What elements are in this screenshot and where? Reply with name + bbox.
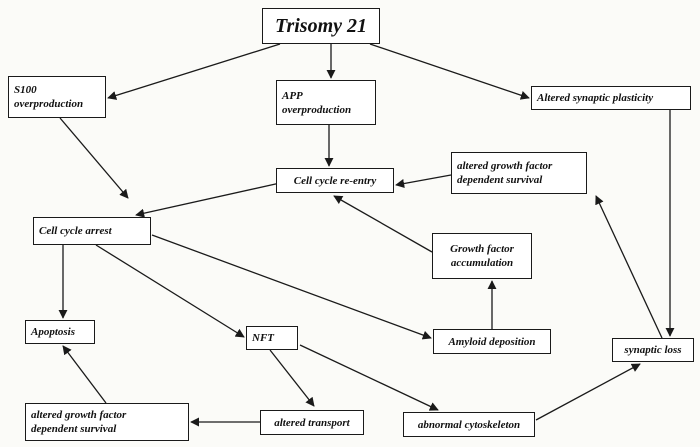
arrow-arrest-to-nft — [95, 244, 245, 338]
node-label: NFT — [252, 332, 274, 344]
node-growth-factor-accumulation: Growth factor accumulation — [432, 233, 532, 279]
node-label: altered growth factor dependent survival — [457, 160, 553, 186]
node-altered-growth-factor-survival-bottom: altered growth factor dependent survival — [25, 403, 189, 441]
node-label: altered growth factor dependent survival — [31, 409, 127, 435]
node-label: Apoptosis — [31, 326, 76, 338]
node-label: Amyloid deposition — [448, 335, 536, 348]
node-apoptosis: Apoptosis — [25, 320, 95, 344]
node-synaptic-loss: synaptic loss — [612, 338, 694, 362]
node-amyloid-deposition: Amyloid deposition — [433, 329, 551, 354]
arrow-s100-to-arrest — [59, 117, 129, 199]
node-label: synaptic loss — [624, 344, 682, 356]
node-altered-synaptic-plasticity: Altered synaptic plasticity — [531, 86, 691, 110]
arrow-trisomy-to-plasticity — [369, 43, 530, 100]
node-label: Altered synaptic plasticity — [537, 92, 654, 104]
node-trisomy-21: Trisomy 21 — [262, 8, 380, 44]
arrow-nft-to-transport — [269, 349, 315, 407]
arrow-arrest-to-amyloid — [151, 234, 432, 340]
node-label: Cell cycle arrest — [39, 225, 112, 237]
node-label: Cell cycle re-entry — [293, 174, 377, 187]
node-label: altered transport — [274, 416, 350, 429]
arrow-gf_survival_top-to-reentry — [395, 174, 452, 189]
node-nft: NFT — [246, 326, 298, 350]
node-cell-cycle-reentry: Cell cycle re-entry — [276, 168, 394, 193]
arrow-gf_accum-to-reentry — [333, 195, 433, 253]
node-label: APP overproduction — [282, 89, 352, 116]
arrow-synaptic_loss-to-gf_survival_top — [595, 195, 663, 339]
node-label: abnormal cytoskeleton — [417, 418, 521, 431]
node-s100-overproduction: S100 overproduction — [8, 76, 106, 118]
node-abnormal-cytoskeleton: abnormal cytoskeleton — [403, 412, 535, 437]
arrow-nft-to-cytoskeleton — [299, 344, 439, 411]
node-altered-transport: altered transport — [260, 410, 364, 435]
node-label: Growth factor accumulation — [450, 243, 514, 269]
arrow-reentry-to-arrest — [135, 182, 281, 218]
node-app-overproduction: APP overproduction — [276, 80, 376, 125]
node-label: Trisomy 21 — [274, 15, 368, 37]
node-altered-growth-factor-survival-top: altered growth factor dependent survival — [451, 152, 587, 194]
node-label: S100 overproduction — [14, 84, 84, 110]
arrow-gf_survival_bottom-to-apoptosis — [62, 345, 107, 404]
arrow-trisomy-to-s100 — [107, 43, 281, 100]
arrow-cytoskeleton-to-synaptic_loss — [535, 363, 641, 421]
node-cell-cycle-arrest: Cell cycle arrest — [33, 217, 151, 245]
